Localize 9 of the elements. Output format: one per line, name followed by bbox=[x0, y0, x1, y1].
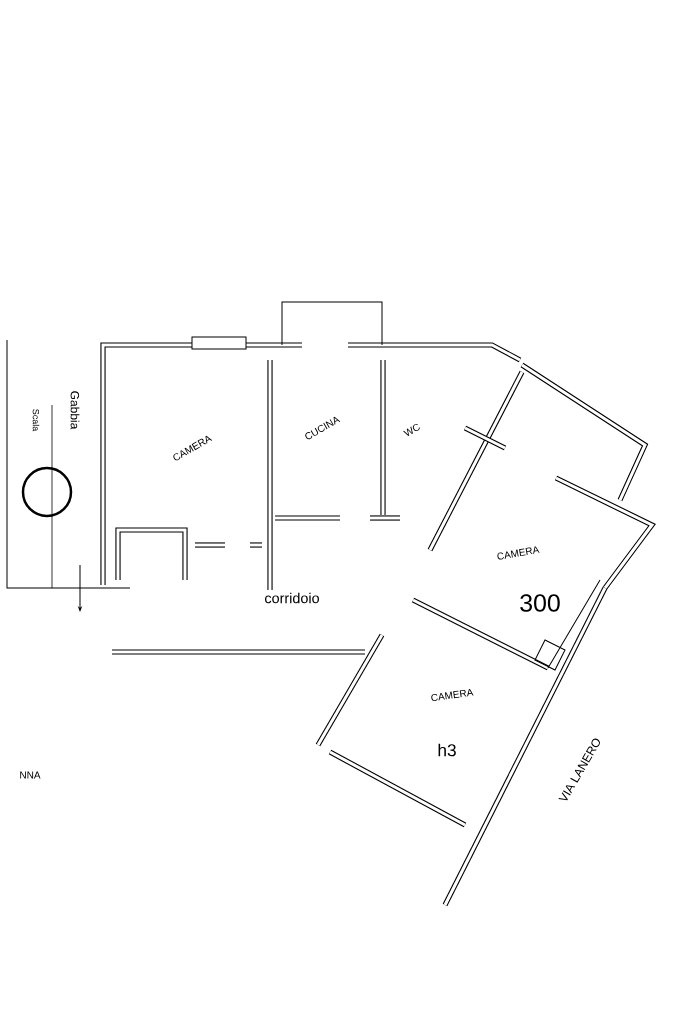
corridor-label: corridoio bbox=[265, 592, 319, 604]
cut-off-label: NNA bbox=[20, 771, 41, 779]
height-label: 300 bbox=[520, 594, 560, 612]
room-label: CAMERA bbox=[497, 546, 540, 560]
height-label: h3 bbox=[438, 743, 456, 757]
room-label: CAMERA bbox=[431, 689, 474, 701]
room-label: WC bbox=[403, 423, 420, 437]
stair-label: Scala bbox=[32, 409, 40, 432]
stair-label: Gabbia bbox=[70, 391, 80, 430]
